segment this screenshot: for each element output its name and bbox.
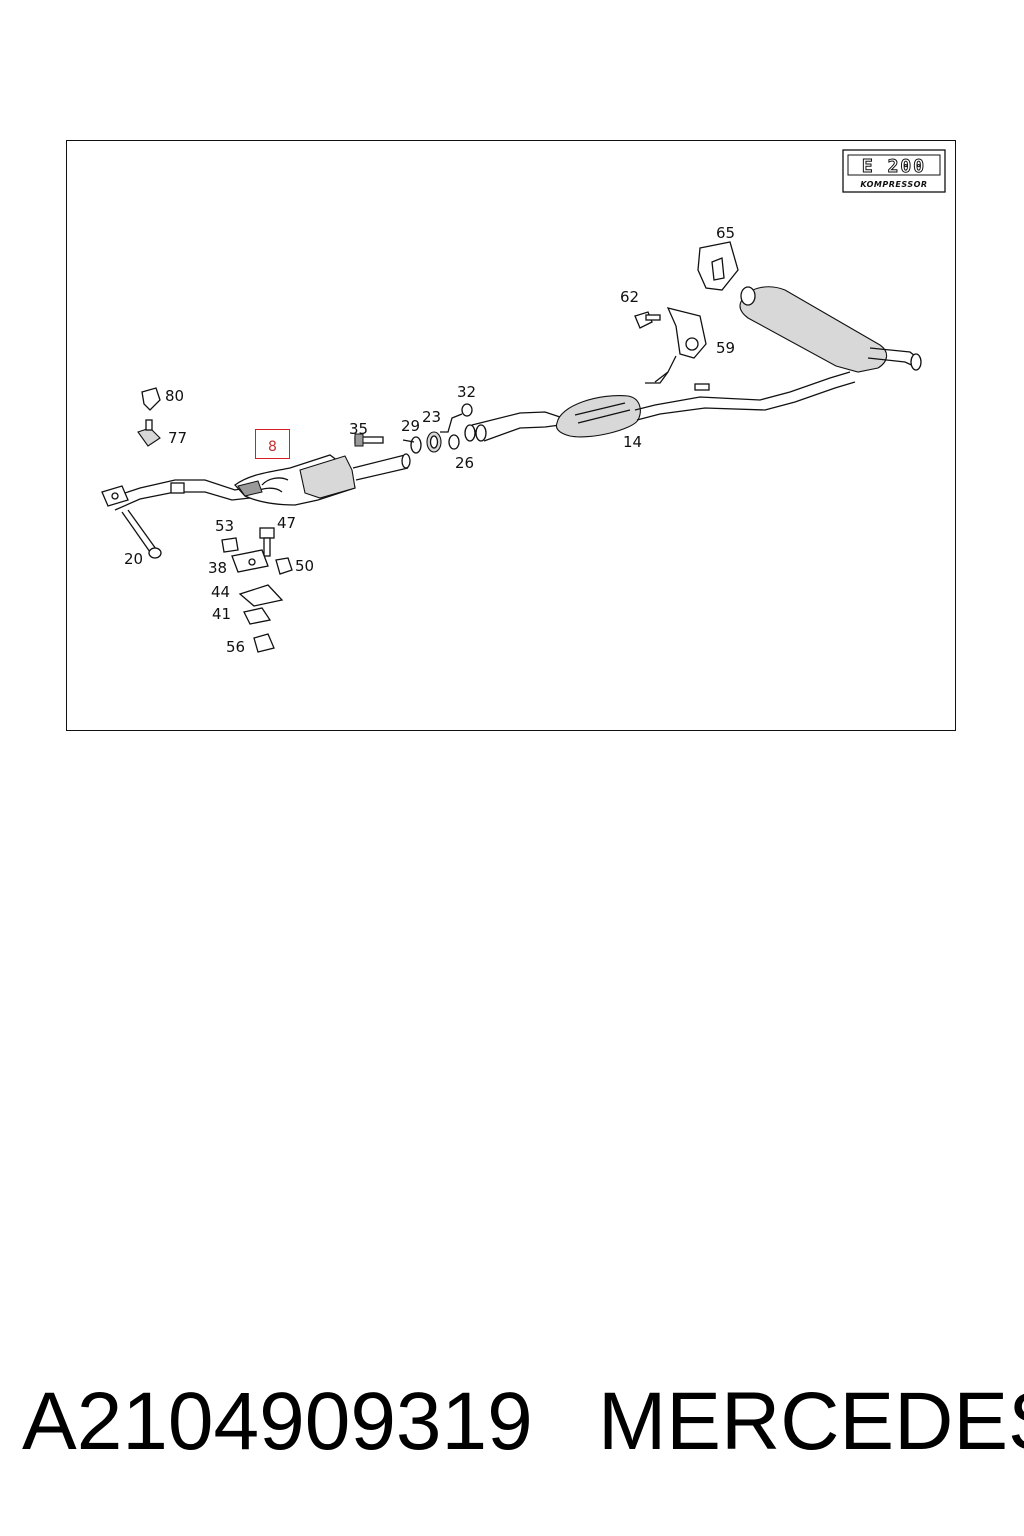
callout-77: 77 xyxy=(168,429,187,447)
fasteners xyxy=(121,387,293,653)
callout-50: 50 xyxy=(295,557,314,575)
part-number: A2104909319 xyxy=(22,1376,533,1467)
callout-59: 59 xyxy=(716,339,735,357)
callout-56: 56 xyxy=(226,638,245,656)
parts-diagram-frame xyxy=(66,140,956,731)
center-silencer xyxy=(464,371,856,442)
callout-29: 29 xyxy=(401,417,420,435)
callout-38: 38 xyxy=(208,559,227,577)
callout-labels: 80 77 35 29 23 32 26 14 62 65 59 53 47 3… xyxy=(124,224,735,656)
leader-lines xyxy=(402,371,669,443)
hanger-bracket xyxy=(634,241,739,383)
highlighted-part-number: 8 xyxy=(268,439,277,455)
callout-47: 47 xyxy=(277,514,296,532)
callout-62: 62 xyxy=(620,288,639,306)
callout-53: 53 xyxy=(215,517,234,535)
callout-65: 65 xyxy=(716,224,735,242)
manufacturer-name: MERCEDES xyxy=(598,1376,1024,1467)
callout-35: 35 xyxy=(349,420,368,438)
clamp-parts xyxy=(354,403,473,454)
model-badge-logo: E 200 KOMPRESSOR xyxy=(842,149,946,193)
callout-14: 14 xyxy=(623,433,642,451)
callout-80: 80 xyxy=(165,387,184,405)
rear-silencer xyxy=(739,286,922,373)
callout-41: 41 xyxy=(212,605,231,623)
callout-23: 23 xyxy=(422,408,441,426)
callout-20: 20 xyxy=(124,550,143,568)
callout-32: 32 xyxy=(457,383,476,401)
highlighted-part-marker: 8 xyxy=(255,429,290,459)
front-pipe xyxy=(101,479,256,511)
svg-text:KOMPRESSOR: KOMPRESSOR xyxy=(860,180,927,189)
callout-44: 44 xyxy=(211,583,230,601)
svg-text:E 200: E 200 xyxy=(862,156,926,177)
catalytic-converter xyxy=(234,453,411,506)
exhaust-system-diagram: E 200 KOMPRESSOR xyxy=(101,149,946,656)
part-caption: A2104909319 MERCEDES xyxy=(22,1372,1024,1472)
callout-26: 26 xyxy=(455,454,474,472)
